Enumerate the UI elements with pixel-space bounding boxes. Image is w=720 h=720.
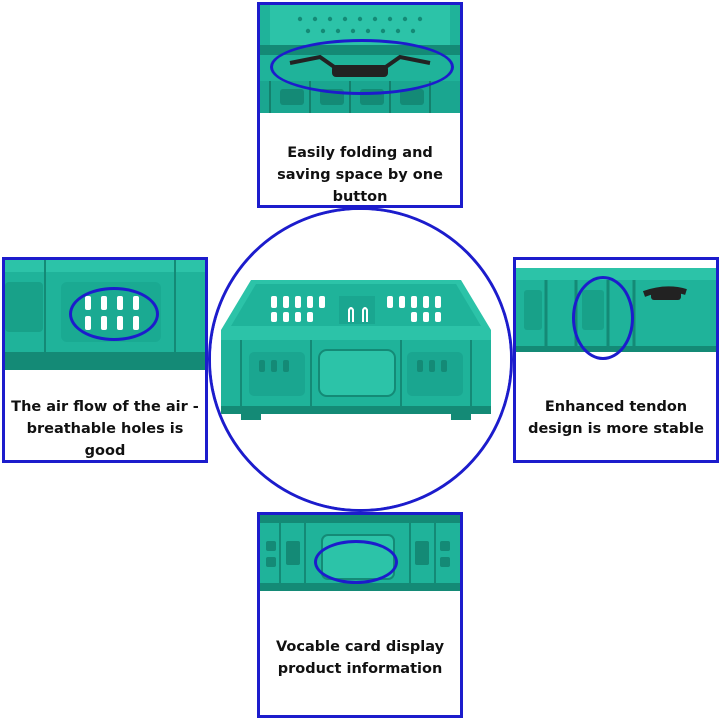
folding-button-photo: [260, 5, 460, 113]
airflow-caption: The air flow of the air - breathable hol…: [11, 399, 199, 459]
feature-panel-folding: Easily folding and saving space by one b…: [257, 2, 463, 208]
foldable-crate-illustration: [211, 210, 510, 509]
card-caption: Vocable card display product information: [275, 639, 445, 677]
feature-panel-card: Vocable card display product information: [257, 512, 463, 718]
feature-panel-tendon: Enhanced tendon design is more stable: [513, 257, 719, 463]
card-holder-photo: [260, 515, 460, 591]
feature-panel-airflow: The air flow of the air - breathable hol…: [2, 257, 208, 463]
folding-caption: Easily folding and saving space by one b…: [277, 145, 443, 205]
breathable-holes-photo: [5, 260, 205, 370]
center-crate-circle: [208, 207, 513, 512]
tendon-design-photo: [516, 260, 716, 360]
tendon-caption: Enhanced tendon design is more stable: [528, 399, 704, 437]
